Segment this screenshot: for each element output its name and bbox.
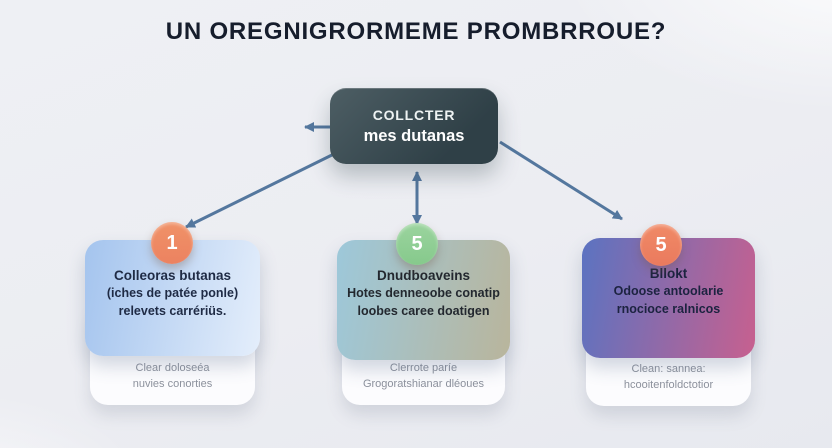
step-2-heading: Dnudboaveins xyxy=(376,268,470,283)
root-node-subtitle: mes dutanas xyxy=(363,127,465,145)
step-2-number: 5 xyxy=(411,232,423,255)
arrow-to-step-1 xyxy=(185,150,339,229)
arrow-to-step-3 xyxy=(499,140,623,221)
step-1-line-2: (iches de patée ponle) xyxy=(106,286,239,300)
note-card-1-line-1: Clear doloseéa xyxy=(135,361,210,374)
step-3-line-2: Odoose antoolarie xyxy=(613,284,724,298)
page-title: UN OREGNIGRORMEME PROMBRROUE? xyxy=(165,18,667,45)
step-3-badge: 5 xyxy=(640,224,682,266)
step-3-heading: Bllokt xyxy=(649,266,688,281)
note-card-3-line-1: Clean: sannea: xyxy=(631,362,706,375)
root-node-title: COLLCTER xyxy=(372,107,456,123)
note-card-2-line-1: Clerrote paríe xyxy=(389,361,458,374)
root-node: COLLCTER mes dutanas xyxy=(330,88,498,164)
note-card-2-line-2: Grogoratshianar dléoues xyxy=(362,378,485,391)
note-card-1-line-2: nuvies conorties xyxy=(132,378,213,391)
step-1-badge: 1 xyxy=(151,222,193,264)
step-2-line-3: loobes caree doatigen xyxy=(357,304,490,319)
step-3-line-3: rnocioce ralnicos xyxy=(616,302,721,317)
step-1-heading: Colleoras butanas xyxy=(113,268,232,283)
step-2-badge: 5 xyxy=(396,223,438,265)
step-3-number: 5 xyxy=(655,233,667,256)
note-card-3-line-2: hcooitenfoldctotior xyxy=(623,379,714,392)
step-1-line-3: relevets carrériüs. xyxy=(118,304,227,319)
step-2-line-2: Hotes denneoobe conatip xyxy=(347,286,500,300)
step-1-number: 1 xyxy=(166,231,178,254)
